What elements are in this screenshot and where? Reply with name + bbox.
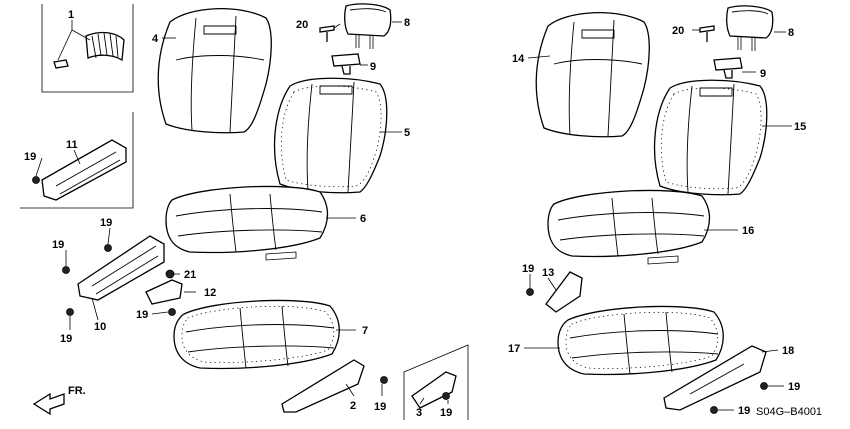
callout-19-i: 19	[788, 381, 800, 393]
callout-10: 10	[94, 321, 106, 333]
callout-9-right: 9	[760, 68, 766, 80]
diagram-code: S04G–B4001	[756, 406, 822, 418]
callout-13: 13	[542, 267, 554, 279]
headrest-holder-right	[713, 57, 743, 79]
callout-7: 7	[362, 325, 368, 337]
callout-14: 14	[512, 53, 525, 65]
callout-15: 15	[794, 121, 806, 133]
screw-right	[699, 25, 715, 42]
callout-labels: 1 2 3 4 5 6 7 8 8 9 9 10 11 12 13 14 15 …	[24, 9, 806, 419]
callout-1: 1	[68, 9, 74, 21]
seat-cushion-cover-left	[173, 299, 340, 370]
callout-19-e: 19	[136, 309, 148, 321]
callout-6: 6	[360, 213, 366, 225]
bolt	[32, 176, 768, 414]
headrest-left	[344, 3, 392, 49]
callout-19-j: 19	[738, 405, 750, 417]
side-trim-2	[281, 359, 365, 413]
callout-19-a: 19	[24, 151, 36, 163]
side-trim-18-detail	[689, 363, 745, 395]
seat-cushion-pad-right	[547, 189, 711, 265]
callout-3: 3	[416, 407, 422, 419]
callout-19-g: 19	[440, 407, 452, 419]
callout-19-c: 19	[52, 239, 64, 251]
screw-left	[319, 25, 335, 42]
callout-19-d: 19	[60, 333, 72, 345]
headrest-right	[726, 5, 774, 51]
recliner-frame-detail	[91, 245, 159, 295]
callout-16: 16	[742, 225, 754, 237]
bracket-13	[545, 271, 583, 313]
seat-back-pad-left	[157, 7, 272, 134]
spring-clip-part	[53, 31, 125, 69]
inset-box-top	[41, 4, 134, 93]
callout-18: 18	[782, 345, 794, 357]
side-trim-18	[663, 345, 767, 411]
side-trim-3	[411, 371, 457, 409]
callout-19-h: 19	[522, 263, 534, 275]
recliner-cover-detail	[55, 151, 121, 195]
seat-back-cover-left	[273, 77, 388, 194]
seat-back-cover-right	[653, 79, 768, 196]
callout-19-b: 19	[100, 217, 112, 229]
callout-19-f: 19	[374, 401, 386, 413]
callout-8-right: 8	[788, 27, 794, 39]
bracket-12	[145, 279, 183, 305]
callout-20-right: 20	[672, 25, 684, 37]
callout-20-left: 20	[296, 19, 308, 31]
callout-11: 11	[66, 139, 78, 151]
seat-cushion-pad-left	[165, 185, 329, 261]
callout-9-left: 9	[370, 61, 376, 73]
callout-4: 4	[152, 33, 159, 45]
seat-back-pad-right	[535, 11, 650, 138]
callout-8-left: 8	[404, 17, 410, 29]
callout-21: 21	[184, 269, 196, 281]
direction-label: FR.	[68, 385, 86, 397]
headrest-holder-left	[331, 53, 361, 75]
callout-2: 2	[350, 400, 356, 412]
arrow-front-icon	[32, 392, 65, 416]
seat-cushion-cover-right	[557, 305, 724, 376]
inset-box-bottom	[403, 344, 469, 420]
callout-17: 17	[508, 343, 520, 355]
inset-box-middle	[20, 112, 134, 209]
callout-12: 12	[204, 287, 216, 299]
callout-5: 5	[404, 127, 410, 139]
leader-lines	[35, 20, 792, 411]
